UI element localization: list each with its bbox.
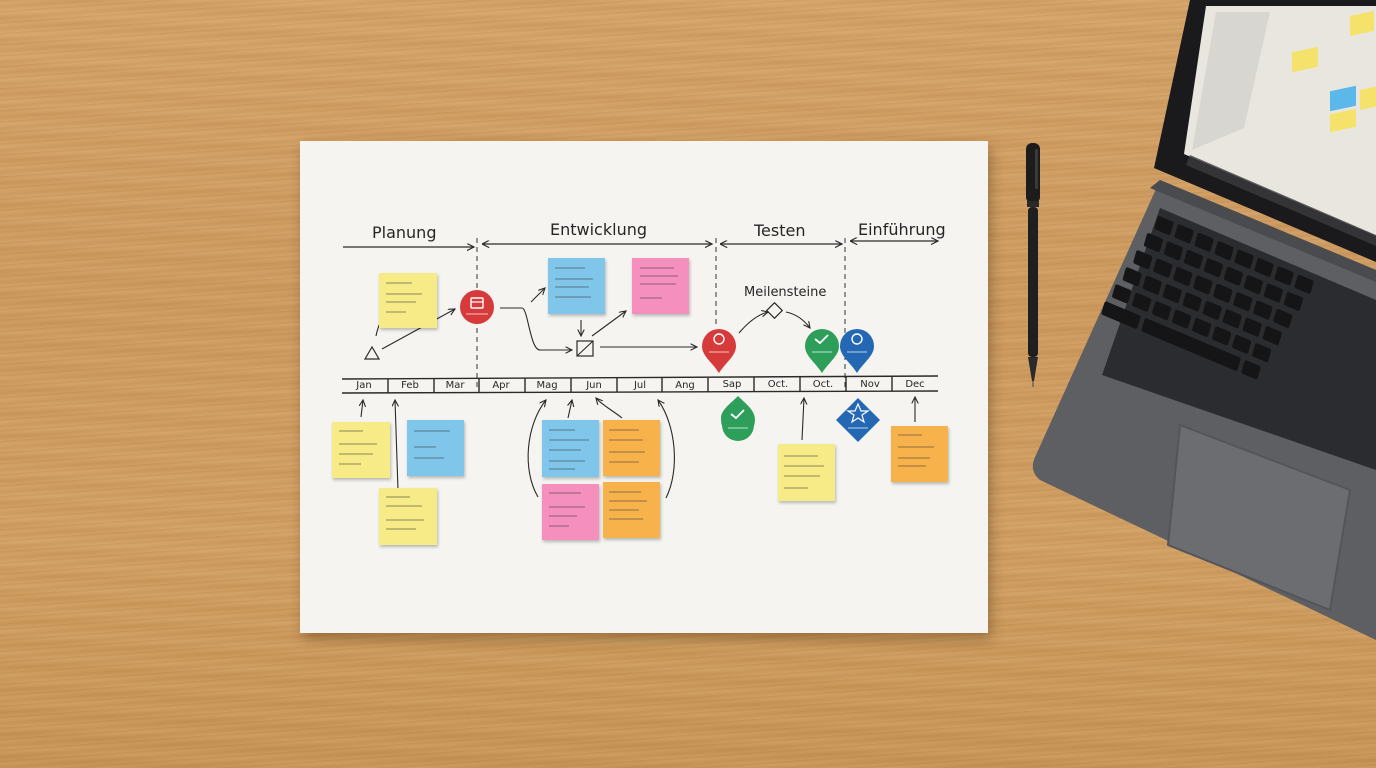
marker-planung	[460, 290, 494, 324]
milestone-heading: Meilensteine	[744, 285, 827, 300]
month-label: Jun	[586, 380, 602, 391]
phase-entwicklung: Entwicklung	[550, 220, 647, 239]
phase-einfuehrung: Einführung	[858, 220, 946, 239]
pen	[1026, 143, 1040, 387]
marker-nov-diamond	[836, 398, 880, 442]
sticky-note-blue	[542, 420, 599, 477]
month-label: Apr	[492, 380, 510, 391]
month-label: Sap	[722, 379, 742, 390]
marker-sap-green	[721, 396, 755, 441]
timeline-axis	[341, 375, 939, 394]
sticky-note-blue	[407, 420, 464, 476]
keyboard-keys	[1101, 216, 1314, 380]
laptop	[1032, 0, 1376, 640]
month-label: Mag	[536, 380, 558, 391]
marker-oct-green	[805, 329, 839, 373]
sticky-note-blue	[548, 258, 605, 314]
phase-testen: Testen	[754, 221, 806, 240]
upper-flow-arrows	[363, 288, 810, 360]
marker-testen-start	[702, 329, 736, 373]
sticky-note-pink	[632, 258, 689, 314]
month-label: Feb	[401, 380, 419, 391]
sticky-note-orange	[603, 420, 660, 476]
month-label: Nov	[860, 379, 880, 390]
sticky-note-yellow	[379, 488, 437, 545]
month-label: Oct.	[767, 379, 789, 390]
month-label: Dec	[905, 379, 925, 390]
lower-flow-arrows	[361, 397, 915, 499]
month-label: Oct.	[812, 379, 834, 390]
month-label: Ang	[675, 380, 695, 391]
marker-oct-blue	[840, 329, 874, 373]
sticky-note-yellow	[778, 444, 835, 501]
phase-arrows	[343, 241, 938, 247]
month-label: Mar	[445, 380, 465, 391]
month-label: Jan	[356, 380, 372, 391]
sticky-note-yellow	[379, 273, 437, 328]
timeline-paper	[300, 141, 988, 633]
month-label: Jul	[633, 380, 647, 391]
phase-planung: Planung	[372, 223, 437, 242]
